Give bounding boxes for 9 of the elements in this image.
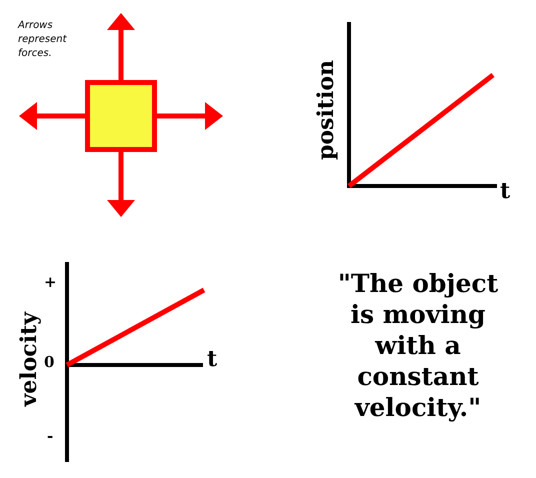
- quote-text: "The object is moving with a constant velocity.": [336, 268, 500, 423]
- axis-label: position: [315, 60, 337, 160]
- note-text: Arrows represent forces.: [18, 19, 68, 61]
- axis-label: t: [207, 348, 218, 370]
- axis-label: t: [500, 180, 510, 202]
- tick-label: +: [44, 274, 57, 290]
- tick-label: 0: [44, 354, 54, 370]
- tick-label: -: [47, 428, 54, 444]
- axis-label: velocity: [18, 312, 40, 407]
